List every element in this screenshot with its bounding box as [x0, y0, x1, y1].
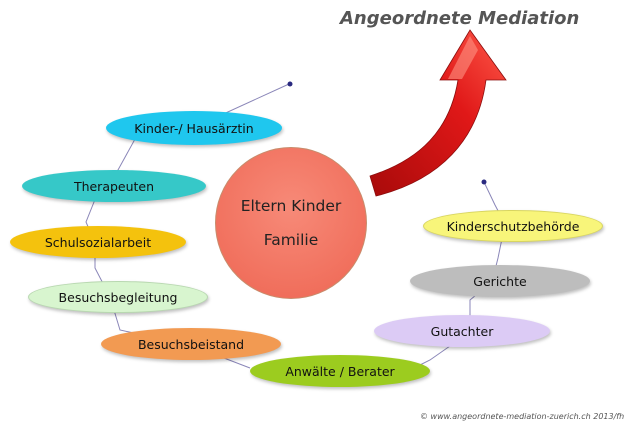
- node-kinderarzt: Kinder-/ Hausärztin: [106, 111, 282, 145]
- node-gutachter-label: Gutachter: [430, 323, 494, 339]
- node-kinderschutz-label: Kinderschutzbehörde: [446, 218, 580, 234]
- node-anwaelte: Anwälte / Berater: [250, 355, 430, 387]
- node-schulsozialarbeit-label: Schulsozialarbeit: [44, 234, 152, 250]
- node-anwaelte-label: Anwälte / Berater: [285, 363, 395, 379]
- node-gerichte-label: Gerichte: [473, 273, 527, 289]
- node-besuchsbeistand-label: Besuchsbeistand: [137, 336, 245, 352]
- node-therapeuten: Therapeuten: [22, 170, 206, 202]
- node-kinderschutz: Kinderschutzbehörde: [423, 210, 603, 242]
- node-therapeuten-label: Therapeuten: [73, 178, 155, 194]
- center-circle: Eltern Kinder Familie: [215, 147, 367, 299]
- copyright-notice: © www.angeordnete-mediation-zuerich.ch 2…: [420, 412, 625, 421]
- node-kinderarzt-label: Kinder-/ Hausärztin: [134, 120, 254, 136]
- right-end-dot: [481, 179, 487, 185]
- node-schulsozialarbeit: Schulsozialarbeit: [10, 226, 186, 258]
- diagram-title: Angeordnete Mediation: [340, 8, 580, 29]
- left-end-dot: [287, 81, 293, 87]
- arrow-icon: [369, 29, 507, 197]
- node-besuchsbegleitung-label: Besuchsbegleitung: [58, 289, 178, 305]
- center-line-2: Familie: [263, 231, 319, 249]
- node-besuchsbeistand: Besuchsbeistand: [101, 328, 281, 360]
- center-line-1: Eltern Kinder: [240, 197, 342, 215]
- node-besuchsbegleitung: Besuchsbegleitung: [28, 281, 208, 313]
- node-gerichte: Gerichte: [410, 265, 590, 297]
- node-gutachter: Gutachter: [374, 315, 550, 347]
